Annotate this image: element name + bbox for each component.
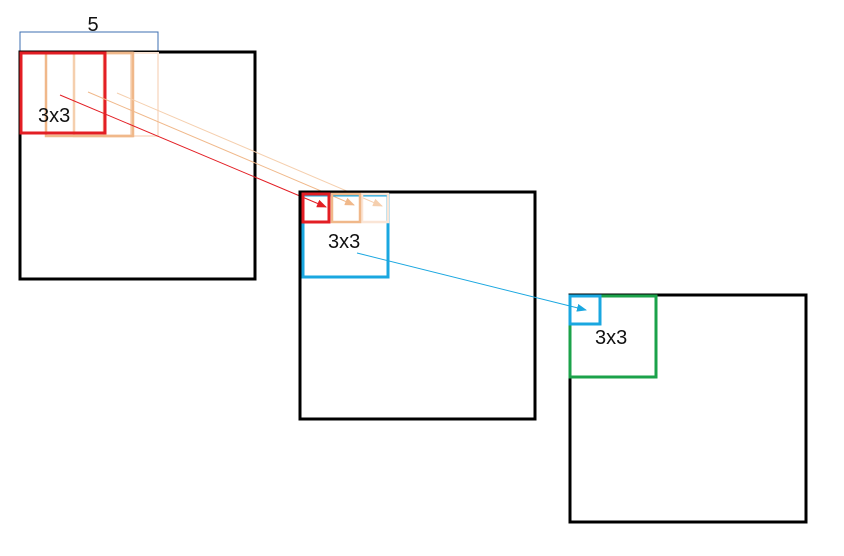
layer1-kernel-red xyxy=(19,51,107,135)
arrow-blue xyxy=(356,252,587,312)
layer3-cell-blue xyxy=(568,294,602,326)
layer2-cell-4 xyxy=(360,192,390,224)
width-bracket xyxy=(19,31,159,51)
layer3-kernel-label: 3x3 xyxy=(595,327,627,349)
layer1-frame xyxy=(18,50,257,281)
arrow-orange-1 xyxy=(87,91,355,206)
layer1-kernel-label: 3x3 xyxy=(38,105,70,127)
layer2-cell-red xyxy=(301,192,331,224)
arrow-red xyxy=(59,94,327,208)
layer3-frame xyxy=(568,293,808,524)
layer2-frame xyxy=(298,190,537,421)
layer3-kernel-green xyxy=(568,294,658,379)
layer2-kernel-label: 3x3 xyxy=(328,231,360,253)
layer1-window-4 xyxy=(130,52,159,137)
width-label: 5 xyxy=(87,14,98,36)
layer2-cell-3 xyxy=(330,192,362,224)
arrow-orange-2 xyxy=(116,92,383,207)
